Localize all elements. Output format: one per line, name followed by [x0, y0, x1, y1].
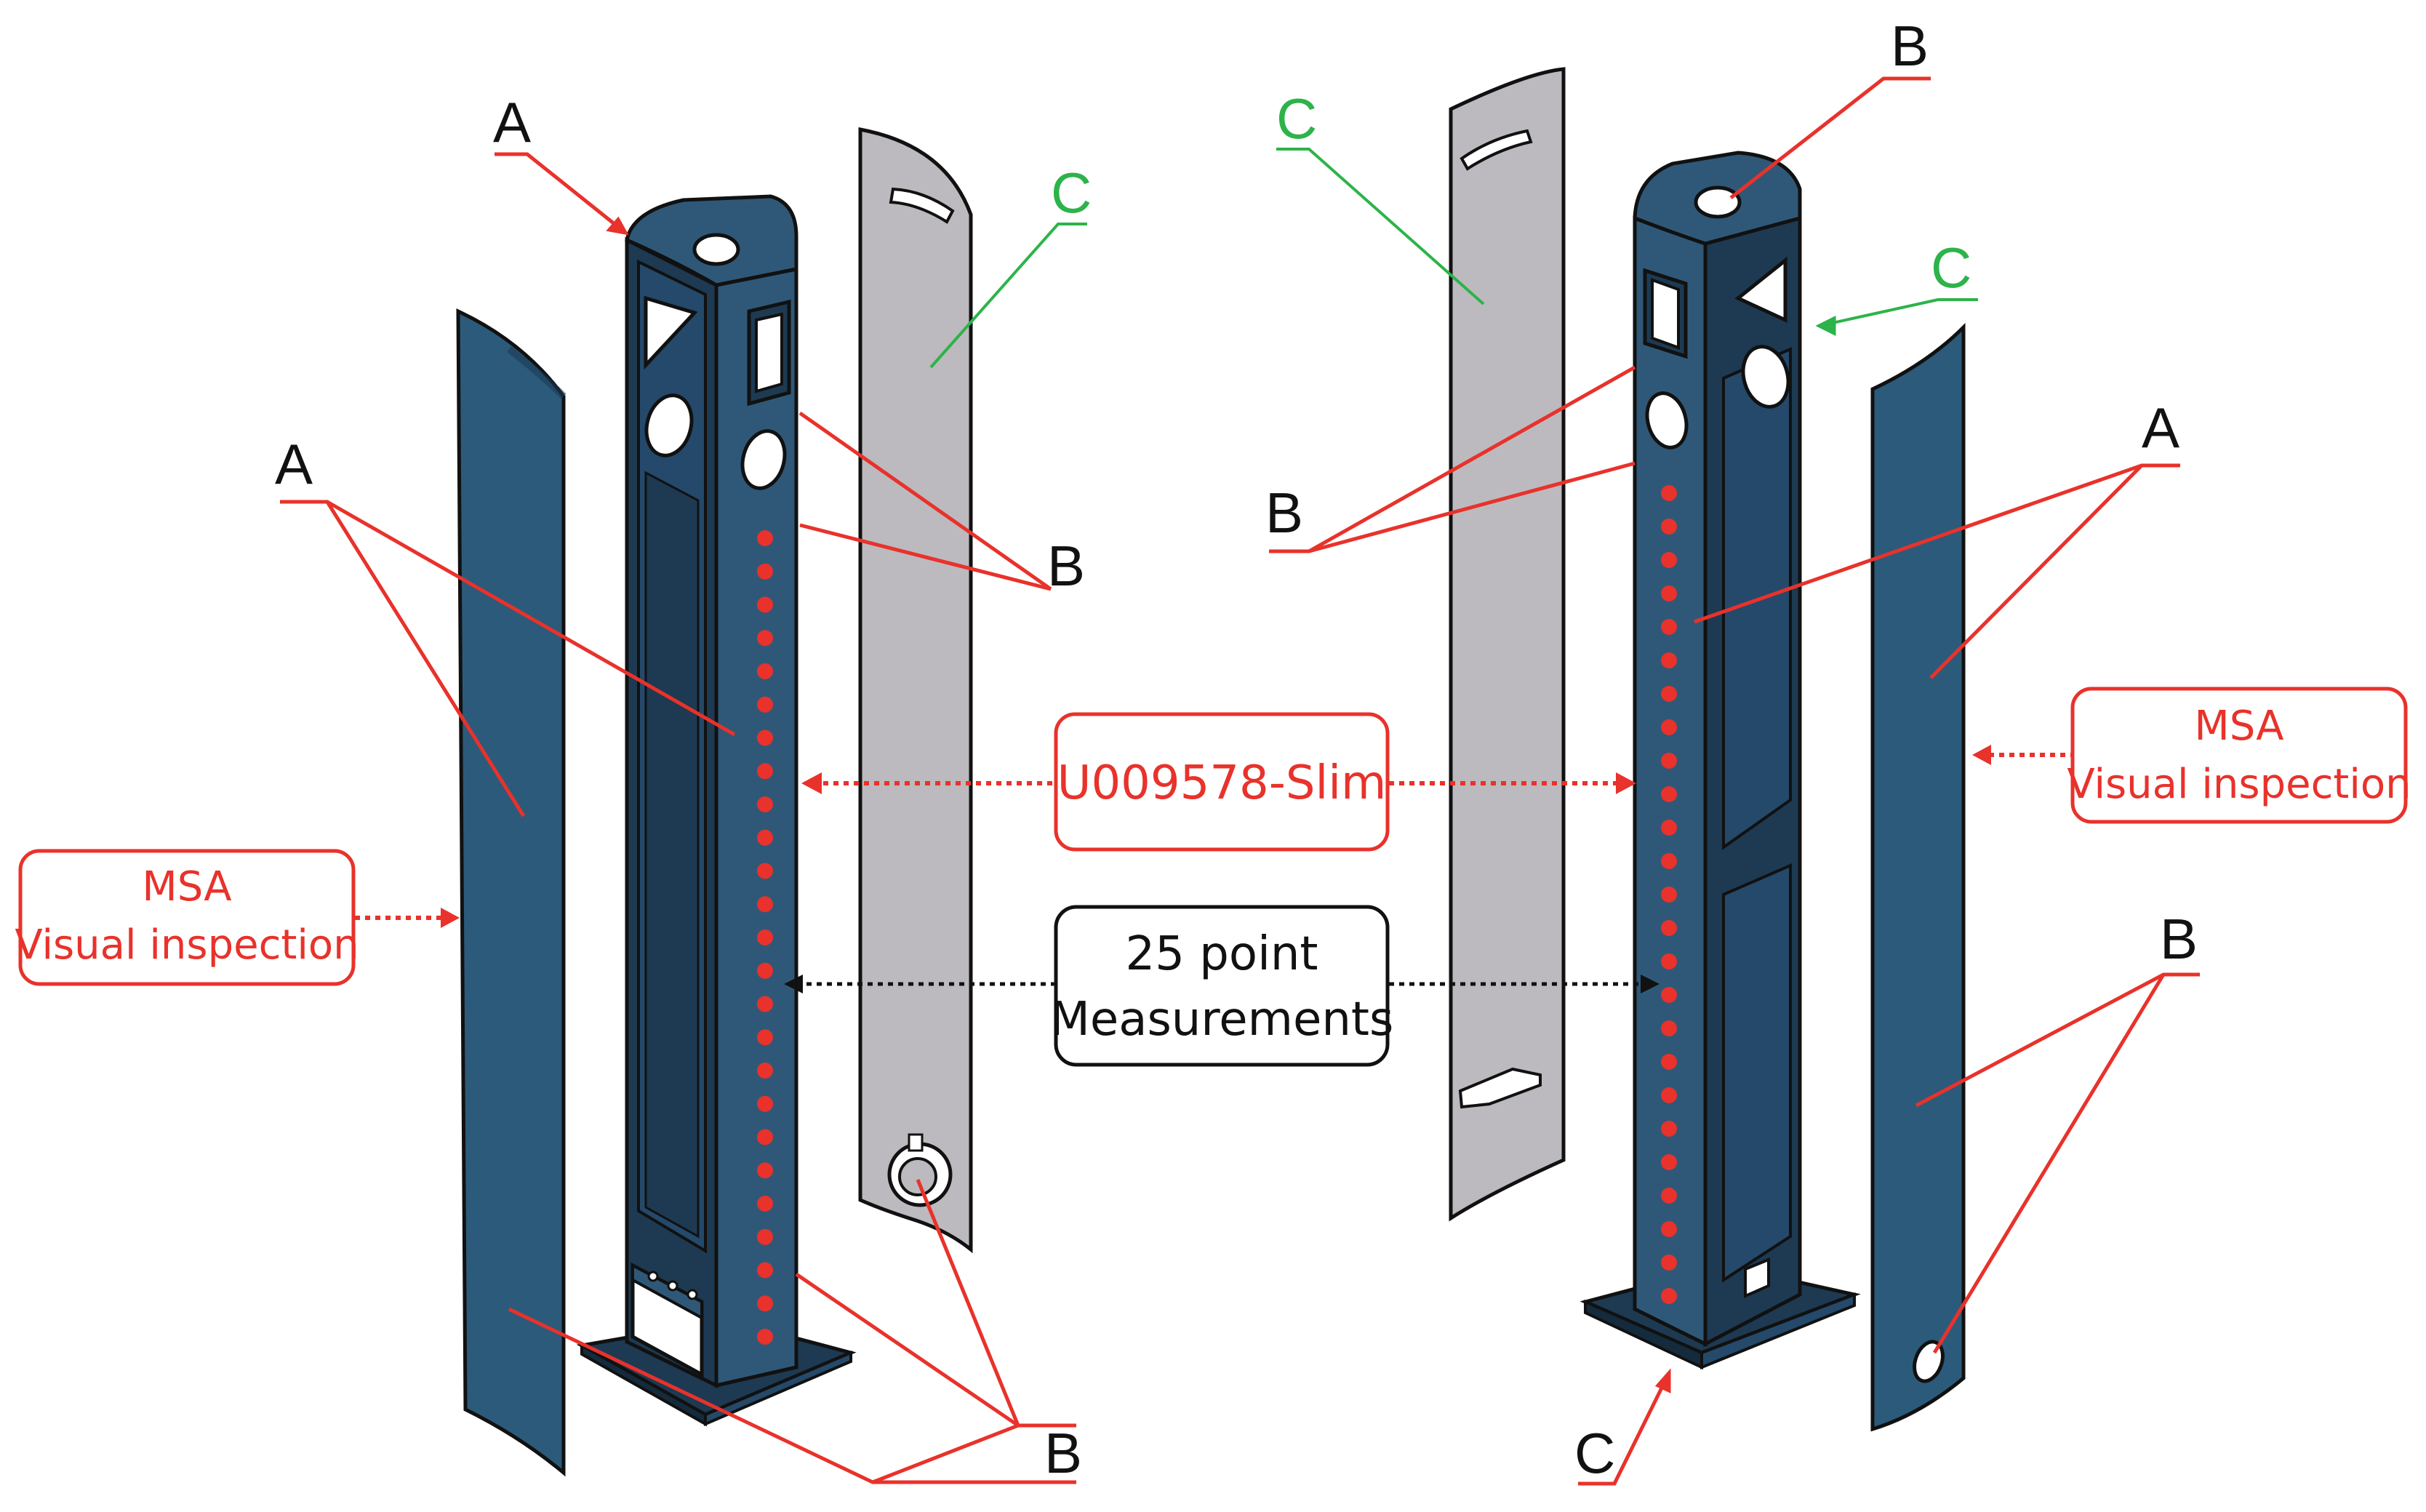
label-left-c-gray: C [1051, 161, 1092, 225]
right-measurement-dot [1661, 652, 1677, 668]
left-measurement-dot [757, 563, 773, 580]
right-measurement-dot [1661, 1054, 1677, 1070]
leader-lines [280, 76, 2200, 1486]
left-measurement-dot [757, 763, 773, 780]
left-measurement-dot [757, 663, 773, 679]
label-left-b-bottom: B [1044, 1421, 1082, 1485]
left-measurement-dot [757, 1029, 773, 1046]
callout-part-number: U009578-Slim [1054, 712, 1390, 852]
left-measurement-dot [757, 1063, 773, 1079]
msa-left-line2: Visual inspection [15, 921, 359, 969]
msa-left-line1: MSA [142, 863, 231, 911]
left-measurement-dot [757, 796, 773, 812]
right-blue-cover [1870, 322, 1966, 1432]
right-measurement-dot [1661, 786, 1677, 802]
left-measurement-dot [757, 1228, 773, 1245]
right-measurement-dot [1661, 1288, 1677, 1304]
right-measurement-dot [1661, 987, 1677, 1003]
right-measurement-dot [1661, 920, 1677, 936]
right-measurement-dot [1661, 1221, 1677, 1237]
left-assembly [456, 127, 973, 1477]
left-measurement-dot [757, 863, 773, 879]
left-measurement-dot [757, 996, 773, 1012]
right-measurement-dot [1661, 1255, 1677, 1271]
measurements-line2: Measurements [1050, 993, 1394, 1047]
msa-right-line1: MSA [2194, 703, 2283, 750]
right-measurement-dot [1661, 619, 1677, 635]
label-right-b-cover: B [2160, 907, 2198, 971]
callout-msa-left: MSA Visual inspection [15, 849, 359, 986]
left-measurement-dot [757, 962, 773, 979]
right-measurement-dot [1661, 719, 1677, 735]
right-gray-cover [1449, 67, 1566, 1222]
left-measurement-dot [757, 630, 773, 647]
right-measurement-dot [1661, 485, 1677, 501]
left-blue-cover [456, 308, 567, 1477]
label-right-c-bottom: C [1574, 1421, 1615, 1485]
right-measurement-dot [1661, 1087, 1677, 1103]
right-measurement-dot [1661, 753, 1677, 769]
right-measurement-dot [1661, 552, 1677, 568]
right-measurement-dot [1661, 1121, 1677, 1137]
right-measurement-dot [1661, 585, 1677, 601]
label-left-a-side: A [275, 432, 313, 496]
left-measurement-dot [757, 1129, 773, 1145]
label-left-b-right: B [1047, 534, 1085, 598]
label-right-c-window: C [1931, 236, 1971, 300]
left-measurement-dot [757, 729, 773, 746]
left-gray-cover [858, 127, 973, 1254]
left-measurement-dot [757, 829, 773, 846]
right-measurement-dot [1661, 519, 1677, 535]
callout-msa-right: MSA Visual inspection [2067, 687, 2411, 824]
left-measurement-dot [757, 1162, 773, 1179]
left-measurement-dot [757, 1196, 773, 1212]
left-measurement-dot [757, 596, 773, 613]
right-measurement-dot [1661, 1020, 1677, 1036]
left-measurement-dot [757, 1095, 773, 1112]
right-measurement-dot [1661, 887, 1677, 903]
left-measurement-dot [757, 896, 773, 913]
right-post-body [1633, 151, 1802, 1348]
msa-right-line2: Visual inspection [2067, 761, 2411, 808]
left-measurement-dot [757, 1295, 773, 1312]
label-right-c-gray: C [1276, 87, 1317, 151]
right-measurement-dot [1661, 953, 1677, 969]
right-measurement-dot [1661, 1154, 1677, 1170]
left-measurement-dot [757, 696, 773, 713]
right-measurement-dot [1661, 686, 1677, 702]
left-post-body [625, 194, 798, 1389]
right-measurement-dot [1661, 853, 1677, 869]
label-left-a-top: A [493, 90, 531, 154]
left-measurement-dot [757, 1329, 773, 1345]
measurements-line1: 25 point [1126, 927, 1318, 981]
callout-measurements: 25 point Measurements [1050, 905, 1394, 1067]
right-assembly [1449, 67, 1966, 1432]
label-right-b-left: B [1265, 481, 1303, 545]
left-measurement-dot [757, 530, 773, 546]
part-number-text: U009578-Slim [1057, 756, 1387, 810]
dotted-arrows [355, 745, 2086, 993]
right-measurement-dot [1661, 1188, 1677, 1204]
letter-labels: A C A B B B C C B A B C [275, 14, 2198, 1485]
left-measurement-points [757, 530, 773, 1345]
right-measurement-dot [1661, 820, 1677, 836]
label-right-a-right: A [2142, 396, 2179, 460]
left-measurement-dot [757, 1262, 773, 1279]
label-right-b-top: B [1891, 14, 1929, 78]
right-measurement-points [1661, 485, 1677, 1304]
left-measurement-dot [757, 929, 773, 945]
